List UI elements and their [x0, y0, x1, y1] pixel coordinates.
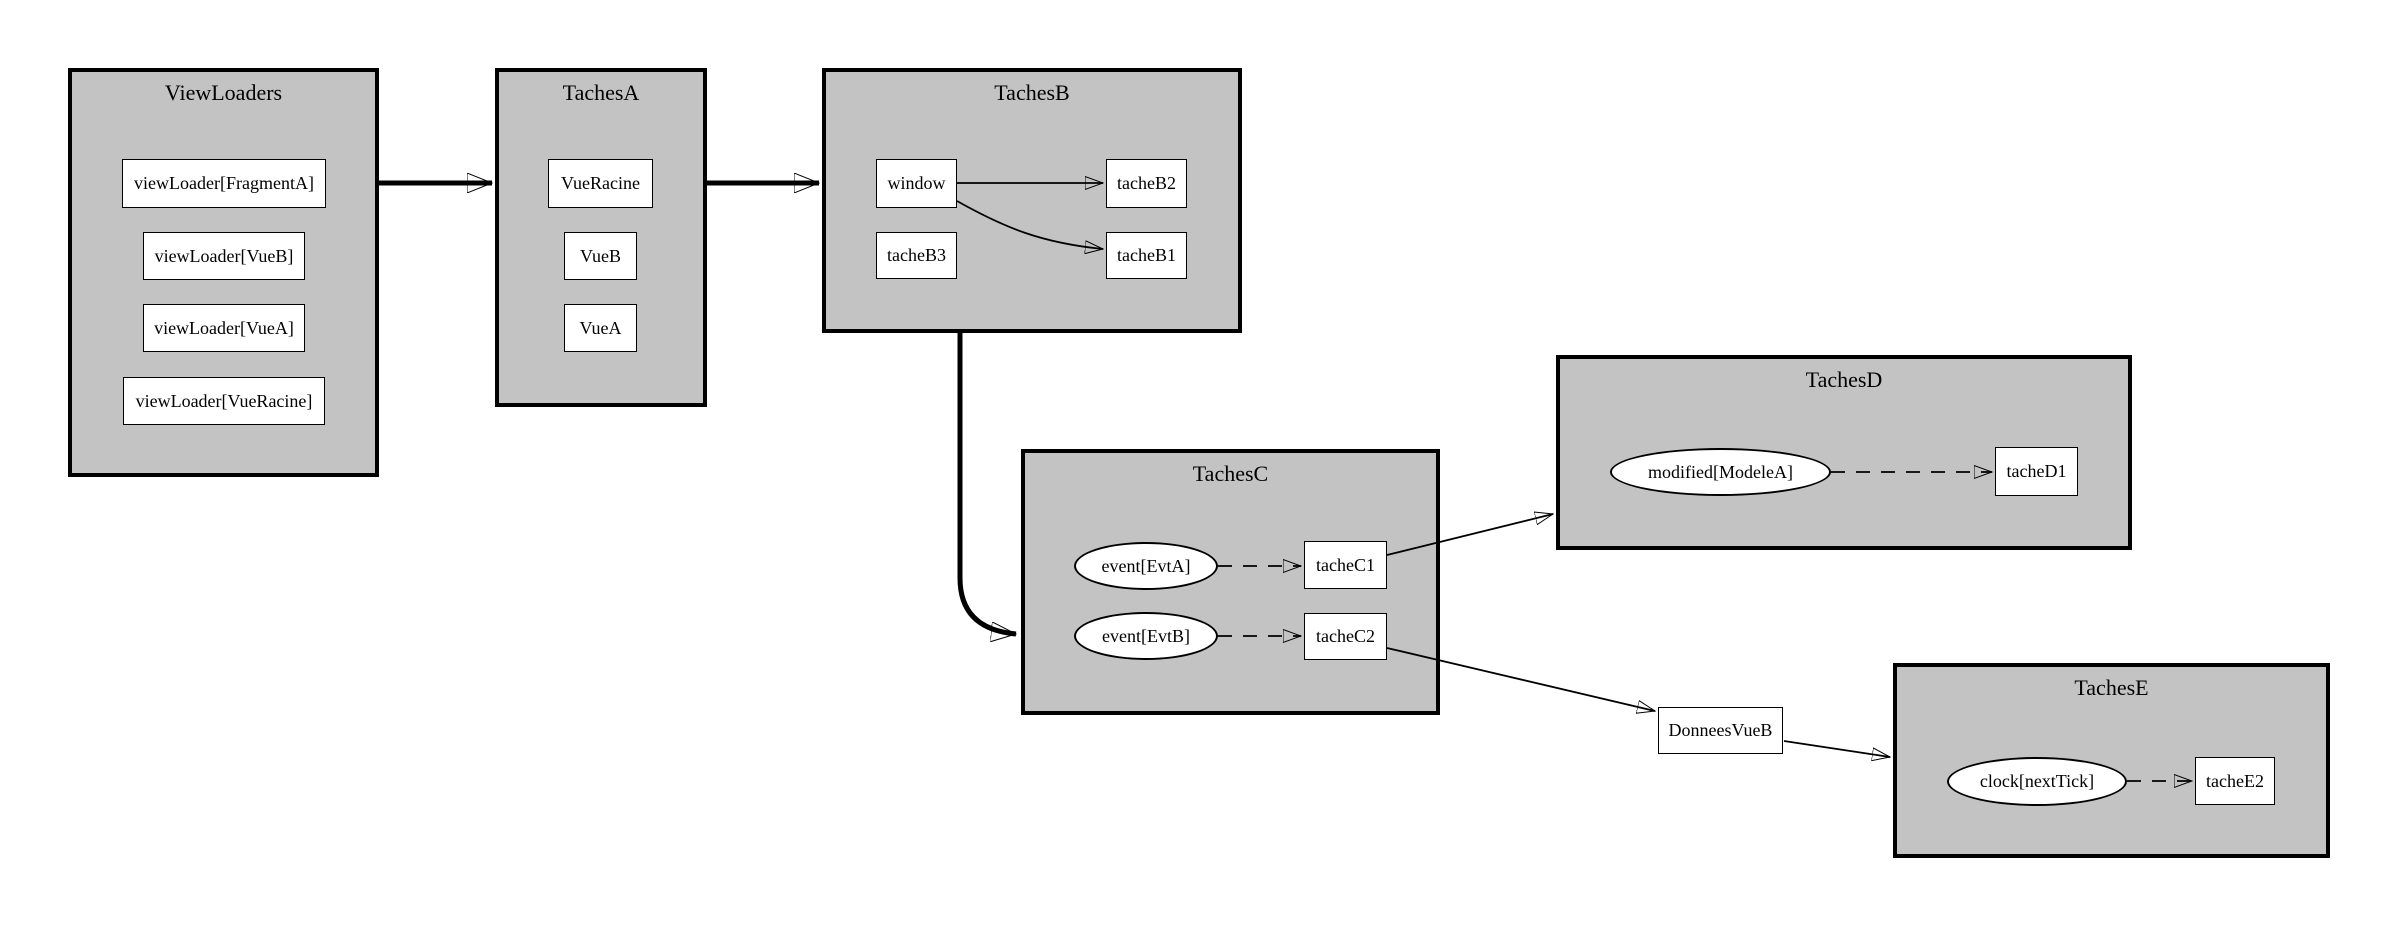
node-viewloader-vueracine-label: viewLoader[VueRacine]: [135, 390, 313, 411]
node-tacheb2: tacheB2: [1106, 159, 1187, 208]
node-tachec2: tacheC2: [1304, 613, 1387, 660]
node-viewloader-vueb-label: viewLoader[VueB]: [154, 245, 294, 266]
edge-tachesb-tachesc: [957, 333, 1016, 634]
edge-donneesvueb-tachese: [1783, 740, 1890, 757]
node-viewloader-vuea: viewLoader[VueA]: [143, 304, 305, 352]
cluster-tachesa-title: TachesA: [562, 80, 640, 105]
node-tached1: tacheD1: [1995, 447, 2078, 496]
node-tachec1: tacheC1: [1304, 541, 1387, 589]
cluster-viewloaders-title: ViewLoaders: [164, 80, 283, 105]
node-vueb: VueB: [564, 232, 637, 280]
node-event-evtb-label: event[EvtB]: [1102, 625, 1190, 646]
node-viewloader-vueracine: viewLoader[VueRacine]: [123, 377, 325, 425]
node-tacheb1-label: tacheB1: [1117, 245, 1176, 265]
node-viewloader-vuea-label: viewLoader[VueA]: [154, 317, 294, 338]
node-viewloader-vueb: viewLoader[VueB]: [143, 232, 305, 280]
node-vuea: VueA: [564, 304, 637, 352]
cluster-tachesc-title: TachesC: [1192, 461, 1269, 486]
node-window-label: window: [887, 173, 946, 193]
node-tachec1-label: tacheC1: [1316, 554, 1375, 575]
node-donneesvueb: DonneesVueB: [1658, 707, 1783, 754]
node-window: window: [876, 159, 957, 208]
node-modified-modelea-label: modified[ModeleA]: [1648, 461, 1793, 482]
node-tacheb1: tacheB1: [1106, 232, 1187, 279]
cluster-tachese-title: TachesE: [2074, 675, 2149, 700]
node-tacheb3: tacheB3: [876, 232, 957, 279]
cluster-tachesd-title: TachesD: [1805, 367, 1883, 392]
node-clock-nexttick-label: clock[nextTick]: [1979, 771, 2095, 791]
node-viewloader-fragmenta: viewLoader[FragmentA]: [122, 159, 326, 208]
node-clock-nexttick: clock[nextTick]: [1947, 757, 2127, 806]
node-vueb-label: VueB: [580, 245, 621, 266]
node-tached1-label: tacheD1: [2006, 461, 2067, 481]
node-viewloader-fragmenta-label: viewLoader[FragmentA]: [134, 173, 314, 193]
node-tacheb3-label: tacheB3: [887, 245, 946, 265]
node-tachec2-label: tacheC2: [1316, 626, 1375, 646]
node-event-evta: event[EvtA]: [1074, 542, 1218, 590]
node-modified-modelea: modified[ModeleA]: [1610, 448, 1831, 496]
node-donneesvueb-label: DonneesVueB: [1668, 720, 1773, 740]
node-event-evta-label: event[EvtA]: [1101, 555, 1191, 576]
node-tacheb2-label: tacheB2: [1117, 173, 1176, 193]
node-tachee2: tacheE2: [2195, 757, 2275, 805]
cluster-tachesb-title: TachesB: [994, 80, 1070, 105]
node-event-evtb: event[EvtB]: [1074, 612, 1218, 660]
node-tachee2-label: tacheE2: [2206, 770, 2264, 791]
node-vuea-label: VueA: [579, 317, 622, 338]
node-vueracine-label: VueRacine: [561, 173, 640, 193]
node-vueracine: VueRacine: [548, 159, 653, 208]
